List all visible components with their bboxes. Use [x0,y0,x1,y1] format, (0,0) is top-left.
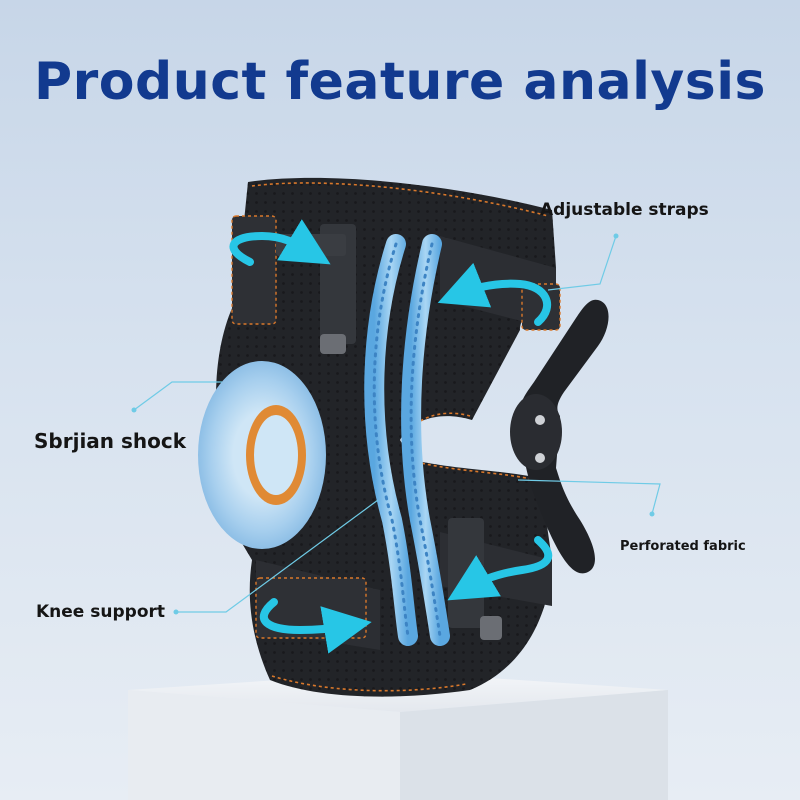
label-adjustable-straps: Adjustable straps [540,200,709,220]
upper-right-arrow [437,262,552,326]
strap-direction-arrows [229,219,553,654]
label-knee-support: Knee support [36,602,166,622]
callout-dots [131,233,655,615]
hinge-support [510,299,609,574]
lower-right-arrow [447,536,553,601]
label-shock: Sbrjian shock [34,429,187,453]
label-perforated-fabric: Perforated fabric [620,539,746,554]
upper-left-arrow [229,219,331,266]
lower-left-arrow [259,598,372,654]
callout-lines [133,235,661,613]
page-title: Product feature analysis [33,52,767,112]
gel-spring-stabilizers [364,234,450,646]
patella-shock-ring [198,361,326,549]
